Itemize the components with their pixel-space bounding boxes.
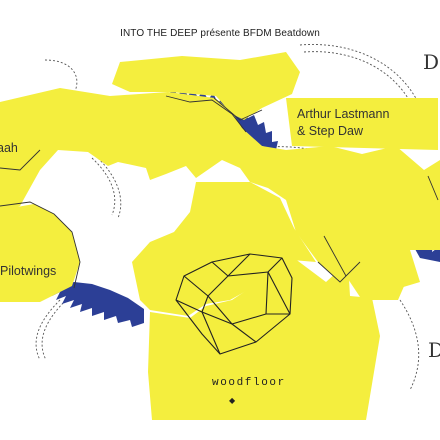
artist-left-partial-label: aah — [0, 141, 18, 155]
wireframe-gem-icon — [175, 253, 293, 355]
yellow-shard-bottom — [148, 258, 380, 420]
blue-blade-bottom — [52, 282, 144, 327]
artist-main-line-1: Arthur Lastmann — [297, 107, 390, 121]
yellow-shard-left-box — [0, 204, 80, 302]
venue-name: woodfloor — [212, 377, 286, 389]
artist-left-lower-label: Pilotwings — [0, 264, 57, 278]
venue-marker-icon: ◆ — [229, 396, 236, 405]
yellow-shard-artist-box — [286, 98, 438, 150]
yellow-shard-center — [132, 182, 316, 316]
artist-main-label: Arthur Lastmann & Step Daw — [297, 106, 389, 140]
yellow-shards — [0, 52, 440, 420]
corner-logo-top: D — [423, 50, 440, 74]
event-header-title: INTO THE DEEP présente BFDM Beatdown — [120, 28, 320, 39]
yellow-shard-right-low — [324, 230, 412, 300]
artist-main-line-2: & Step Daw — [297, 124, 364, 138]
corner-logo-bottom: D — [428, 338, 440, 362]
yellow-shard-header — [112, 52, 300, 120]
shard-outlines — [0, 95, 439, 289]
